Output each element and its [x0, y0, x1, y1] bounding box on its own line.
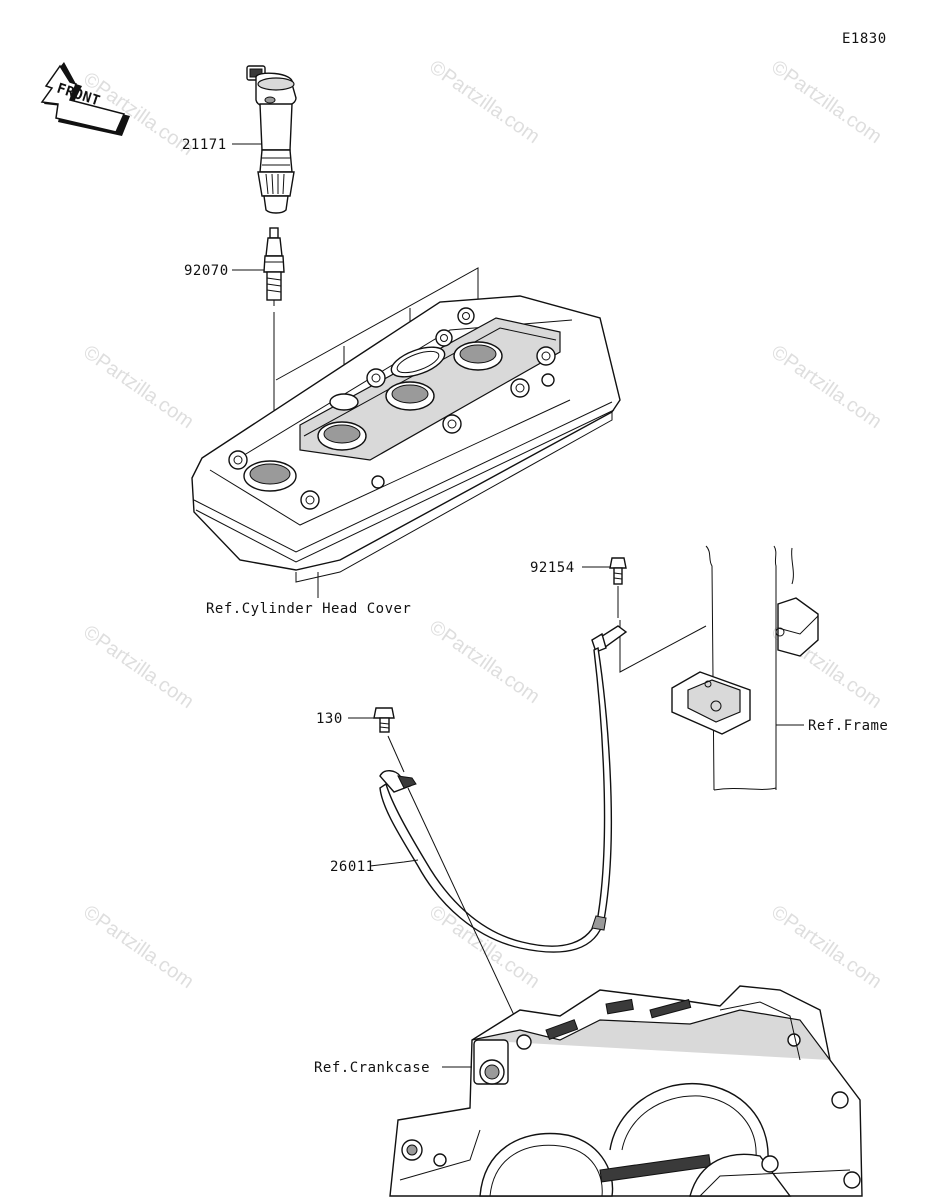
front-arrow-icon: FRONT — [40, 62, 130, 136]
leader-line — [369, 859, 419, 867]
label-bolt-lower[interactable]: 130 — [316, 711, 343, 727]
leader-line — [619, 620, 707, 673]
bolt-92154-part[interactable] — [609, 557, 627, 585]
watermark: ©Partzilla.com — [767, 901, 885, 993]
label-ground-lead[interactable]: 26011 — [330, 859, 375, 875]
cylinder-head-cover-part[interactable] — [191, 267, 621, 583]
label-frame[interactable]: Ref.Frame — [808, 718, 888, 734]
watermark: ©Partzilla.com — [767, 56, 885, 148]
ignition-coil-part[interactable] — [246, 65, 297, 214]
watermark: ©Partzilla.com — [425, 616, 543, 708]
label-spark-plug[interactable]: 92070 — [184, 263, 229, 279]
watermark: ©Partzilla.com — [767, 341, 885, 433]
frame-reference-part[interactable] — [671, 545, 819, 791]
label-cylinder-head-cover[interactable]: Ref.Cylinder Head Cover — [206, 601, 411, 617]
label-bolt-upper[interactable]: 92154 — [530, 560, 575, 576]
crankcase-reference-part[interactable] — [389, 985, 863, 1197]
label-ignition-coil[interactable]: 21171 — [182, 137, 227, 153]
ground-lead-part[interactable] — [379, 625, 628, 953]
watermark: ©Partzilla.com — [79, 621, 197, 713]
bolt-130-part[interactable] — [373, 707, 395, 733]
watermark: ©Partzilla.com — [425, 56, 543, 148]
watermarks: ©Partzilla.com ©Partzilla.com ©Partzilla… — [79, 56, 885, 993]
label-crankcase[interactable]: Ref.Crankcase — [314, 1060, 430, 1076]
spark-plug-part[interactable] — [263, 227, 285, 306]
watermark: ©Partzilla.com — [79, 341, 197, 433]
watermark: ©Partzilla.com — [79, 901, 197, 993]
leader-line — [407, 787, 521, 1029]
diagram-code: E1830 — [842, 31, 887, 47]
leader-line — [387, 735, 405, 773]
